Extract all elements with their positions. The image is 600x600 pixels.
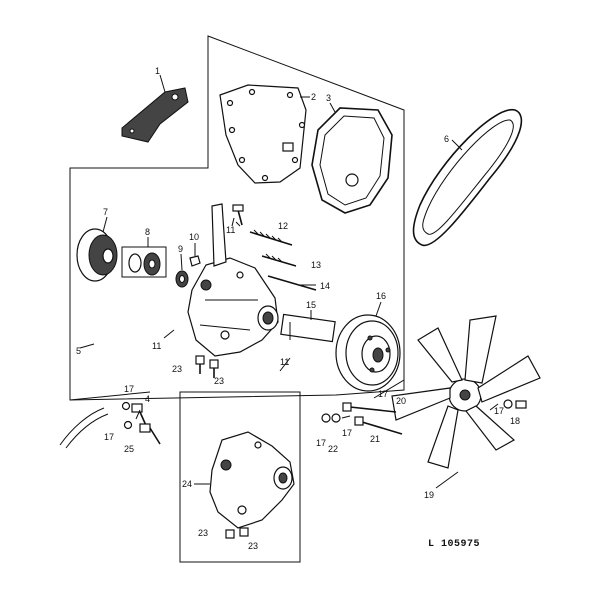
- callout-14: 14: [320, 281, 330, 291]
- cover-plate-part: [219, 84, 310, 184]
- pulley-part: [335, 301, 401, 392]
- callout-17-d: 17: [316, 438, 326, 448]
- callout-12: 12: [278, 221, 288, 231]
- callout-20: 20: [396, 396, 406, 406]
- callout-24: 24: [182, 479, 192, 489]
- callout-4: 4: [145, 394, 150, 404]
- callout-6: 6: [444, 134, 449, 144]
- callout-23-b: 23: [214, 376, 224, 386]
- callout-17-c: 17: [378, 389, 388, 399]
- callout-11-left: 11: [152, 341, 161, 351]
- hub-part: [76, 216, 118, 282]
- drawing-reference: L 105975: [428, 539, 480, 550]
- callout-22: 22: [328, 444, 338, 454]
- callout-8: 8: [145, 227, 150, 237]
- callout-21: 21: [370, 434, 380, 444]
- callout-11-top: 11: [226, 225, 235, 235]
- callout-23-c: 23: [198, 528, 208, 538]
- callout-17-e: 17: [342, 428, 352, 438]
- main-assembly-frame: [69, 35, 405, 401]
- left-fasteners-group: [59, 401, 161, 449]
- right-fasteners-group: [321, 379, 527, 435]
- callout-2: 2: [311, 92, 316, 102]
- alternative-water-pump-part: [194, 431, 295, 539]
- callout-15: 15: [306, 300, 316, 310]
- callout-17-a: 17: [124, 384, 134, 394]
- callout-labels: 1 2 3 4 5 6 7 8 9 10 11 11 11 12 13 14 1…: [76, 66, 520, 551]
- callout-3: 3: [326, 93, 331, 103]
- callout-17-f: 17: [494, 406, 504, 416]
- bolts-group: [232, 204, 317, 291]
- v-belt-part: [412, 109, 523, 247]
- nut-part: [189, 243, 201, 267]
- callout-17-b: 17: [104, 432, 114, 442]
- seal-part: [175, 253, 189, 288]
- gasket-part: [311, 102, 393, 214]
- callout-10: 10: [189, 232, 199, 242]
- callout-16: 16: [376, 291, 386, 301]
- fan-blade-part: [391, 315, 541, 489]
- callout-9: 9: [178, 244, 183, 254]
- callout-25: 25: [124, 444, 134, 454]
- shaft-part: [280, 310, 336, 343]
- callout-18: 18: [510, 416, 520, 426]
- alternative-pump-frame: [179, 391, 301, 563]
- callout-11-right: 11: [280, 357, 289, 367]
- bolts-23-main: [195, 355, 219, 378]
- bearing-set-part: [121, 237, 167, 278]
- callout-19: 19: [424, 490, 434, 500]
- callout-7: 7: [103, 207, 108, 217]
- bracket-part: [121, 74, 189, 143]
- callout-23-a: 23: [172, 364, 182, 374]
- callout-5: 5: [76, 346, 81, 356]
- callout-23-d: 23: [248, 541, 258, 551]
- callout-13: 13: [311, 260, 321, 270]
- callout-1: 1: [155, 66, 160, 76]
- water-pump-body-part: [187, 203, 279, 357]
- leader-lines: [79, 217, 499, 420]
